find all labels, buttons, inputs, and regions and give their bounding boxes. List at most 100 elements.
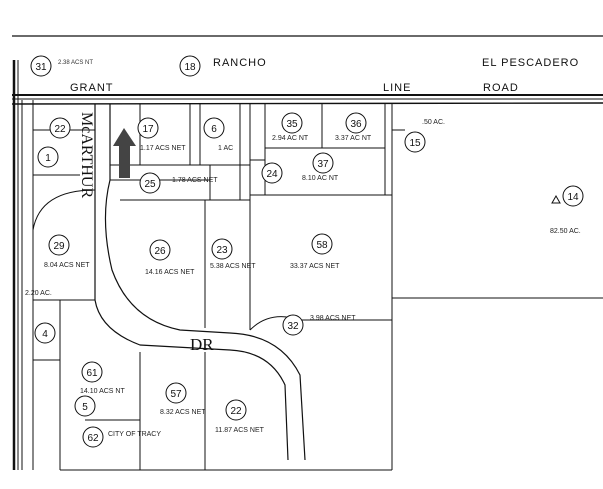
parcel-number-circle — [562, 185, 584, 207]
road-label-dr: DR — [190, 335, 214, 354]
parcel-number-circle — [203, 117, 225, 139]
parcel-area: 3.98 ACS NET — [310, 315, 356, 322]
parcel-number: 25 — [144, 179, 156, 190]
parcel-area: 1 AC — [218, 145, 233, 152]
parcel-number-circle — [149, 239, 171, 261]
parcel-1: 1 — [37, 146, 59, 168]
grant-acreage: 2.38 ACS NT — [58, 60, 93, 66]
parcel-61: 61 14.10 ACS NT — [80, 361, 125, 395]
parcel-number: 14 — [567, 192, 579, 203]
parcel-number: 18 — [184, 62, 196, 73]
parcel-number-circle — [139, 172, 161, 194]
parcel-area: 1.78 ACS NET — [172, 177, 218, 184]
parcel-5: 5 — [74, 395, 96, 417]
parcel-area: .50 AC. — [422, 119, 445, 126]
parcel-number-circle — [345, 112, 367, 134]
grant-line-road — [11, 94, 603, 105]
parcel-area: 82.50 AC. — [550, 228, 581, 235]
parcel-area: 11.87 ACS NET — [215, 427, 265, 434]
parcel-number-circle — [137, 117, 159, 139]
parcel-number-circle — [261, 162, 283, 184]
parcel-22: 22 — [49, 117, 71, 139]
parcel-area: 8.32 ACS NET — [160, 409, 206, 416]
parcel-58: 58 33.37 ACS NET — [290, 233, 340, 270]
parcel-area: CITY OF TRACY — [108, 431, 161, 438]
parcel-number: 58 — [316, 240, 328, 251]
mcarthur-drive — [94, 104, 231, 351]
parcel-number: 6 — [211, 124, 217, 135]
dr-curve — [229, 332, 306, 461]
parcel-number: 23 — [216, 245, 228, 256]
parcel-number: 57 — [170, 389, 182, 400]
parcel-number-circle — [81, 361, 103, 383]
parcel-number: 17 — [142, 124, 154, 135]
parcel-number: 32 — [287, 321, 299, 332]
parcel-number-circle — [312, 152, 334, 174]
road-label-grant: GRANT — [70, 82, 114, 94]
parcel-number: 37 — [317, 159, 329, 170]
parcel-37: 37 8.10 AC NT — [302, 152, 339, 182]
parcel-18: 18 — [179, 55, 201, 77]
parcel-number-circle — [49, 117, 71, 139]
parcel-57: 57 8.32 ACS NET — [160, 382, 206, 416]
parcel-number-circle — [225, 399, 247, 421]
parcel-number: 29 — [53, 241, 65, 252]
parcel-number: 61 — [86, 368, 98, 379]
parcel-17: 17 1.17 ACS NET — [137, 117, 186, 152]
parcel-area: 14.10 ACS NT — [80, 388, 125, 395]
parcel-number-circle — [165, 382, 187, 404]
parcel-number: 26 — [154, 246, 166, 257]
road-label-mcarthur: McARTHUR — [78, 112, 95, 198]
parcel-14: 14 82.50 AC. — [550, 185, 584, 235]
parcel-62: 62 CITY OF TRACY — [82, 426, 161, 448]
parcel-number-circle — [211, 238, 233, 260]
parcel-23: 23 5.38 ACS NET — [210, 238, 256, 270]
parcel-number-circle — [282, 314, 304, 336]
parcel-area: 33.37 ACS NET — [290, 263, 340, 270]
parcel-area: 1.17 ACS NET — [140, 145, 186, 152]
triangle-marker-icon — [551, 194, 561, 204]
parcel-area: 5.38 ACS NET — [210, 263, 256, 270]
parcel-number-circle — [30, 55, 52, 77]
parcel-number: 22 — [230, 406, 242, 417]
road-label-el-pescadero: EL PESCADERO — [482, 57, 579, 69]
parcel-36: 36 3.37 AC NT — [335, 112, 372, 142]
parcel-15: 15 .50 AC. — [404, 119, 445, 153]
parcel-number: 36 — [350, 119, 362, 130]
left-boundary — [12, 60, 34, 470]
parcel-6: 6 1 AC — [203, 117, 233, 152]
parcel-number-circle — [37, 146, 59, 168]
parcel-area: 14.16 ACS NET — [145, 269, 195, 276]
parcel-number: 62 — [87, 433, 99, 444]
parcel-25: 25 1.78 ACS NET — [139, 172, 218, 194]
parcel-29: 298.04 ACS NET — [44, 234, 90, 269]
road-label-road: ROAD — [483, 82, 519, 94]
parcel-32: 32 3.98 ACS NET — [282, 314, 356, 336]
parcel-35: 352.94 AC NT — [272, 112, 309, 142]
parcel-number-circle — [281, 112, 303, 134]
parcel-number-circle — [74, 395, 96, 417]
parcel-number-circle — [82, 426, 104, 448]
parcel-boundaries — [32, 104, 603, 471]
parcel-labels: 31 18 22 1 17 1.17 ACS NET 6 1 AC 352.94 AC NT 36… — [25, 55, 584, 448]
parcel-number: 22 — [54, 124, 66, 135]
parcel-22: 22 11.87 ACS NET — [215, 399, 265, 434]
parcel-area: 8.10 AC NT — [302, 175, 339, 182]
parcel-number-circle — [48, 234, 70, 256]
parcel-number: 24 — [266, 169, 278, 180]
parcel-number-circle — [311, 233, 333, 255]
parcel-31: 31 — [30, 55, 52, 77]
parcel-number: 5 — [82, 402, 88, 413]
parcel-area: 2.20 AC. — [25, 290, 52, 297]
parcel-26: 26 14.16 ACS NET — [145, 239, 195, 276]
parcel-4: 42.20 AC. — [25, 290, 56, 344]
north-arrow-icon — [113, 128, 136, 178]
parcel-number: 15 — [409, 138, 421, 149]
parcel-number: 31 — [35, 62, 47, 73]
parcel-area: 2.94 AC NT — [272, 135, 309, 142]
parcel-area: 3.37 AC NT — [335, 135, 372, 142]
parcel-number-circle — [179, 55, 201, 77]
parcel-number-circle — [34, 322, 56, 344]
road-label-rancho: RANCHO — [213, 57, 267, 69]
